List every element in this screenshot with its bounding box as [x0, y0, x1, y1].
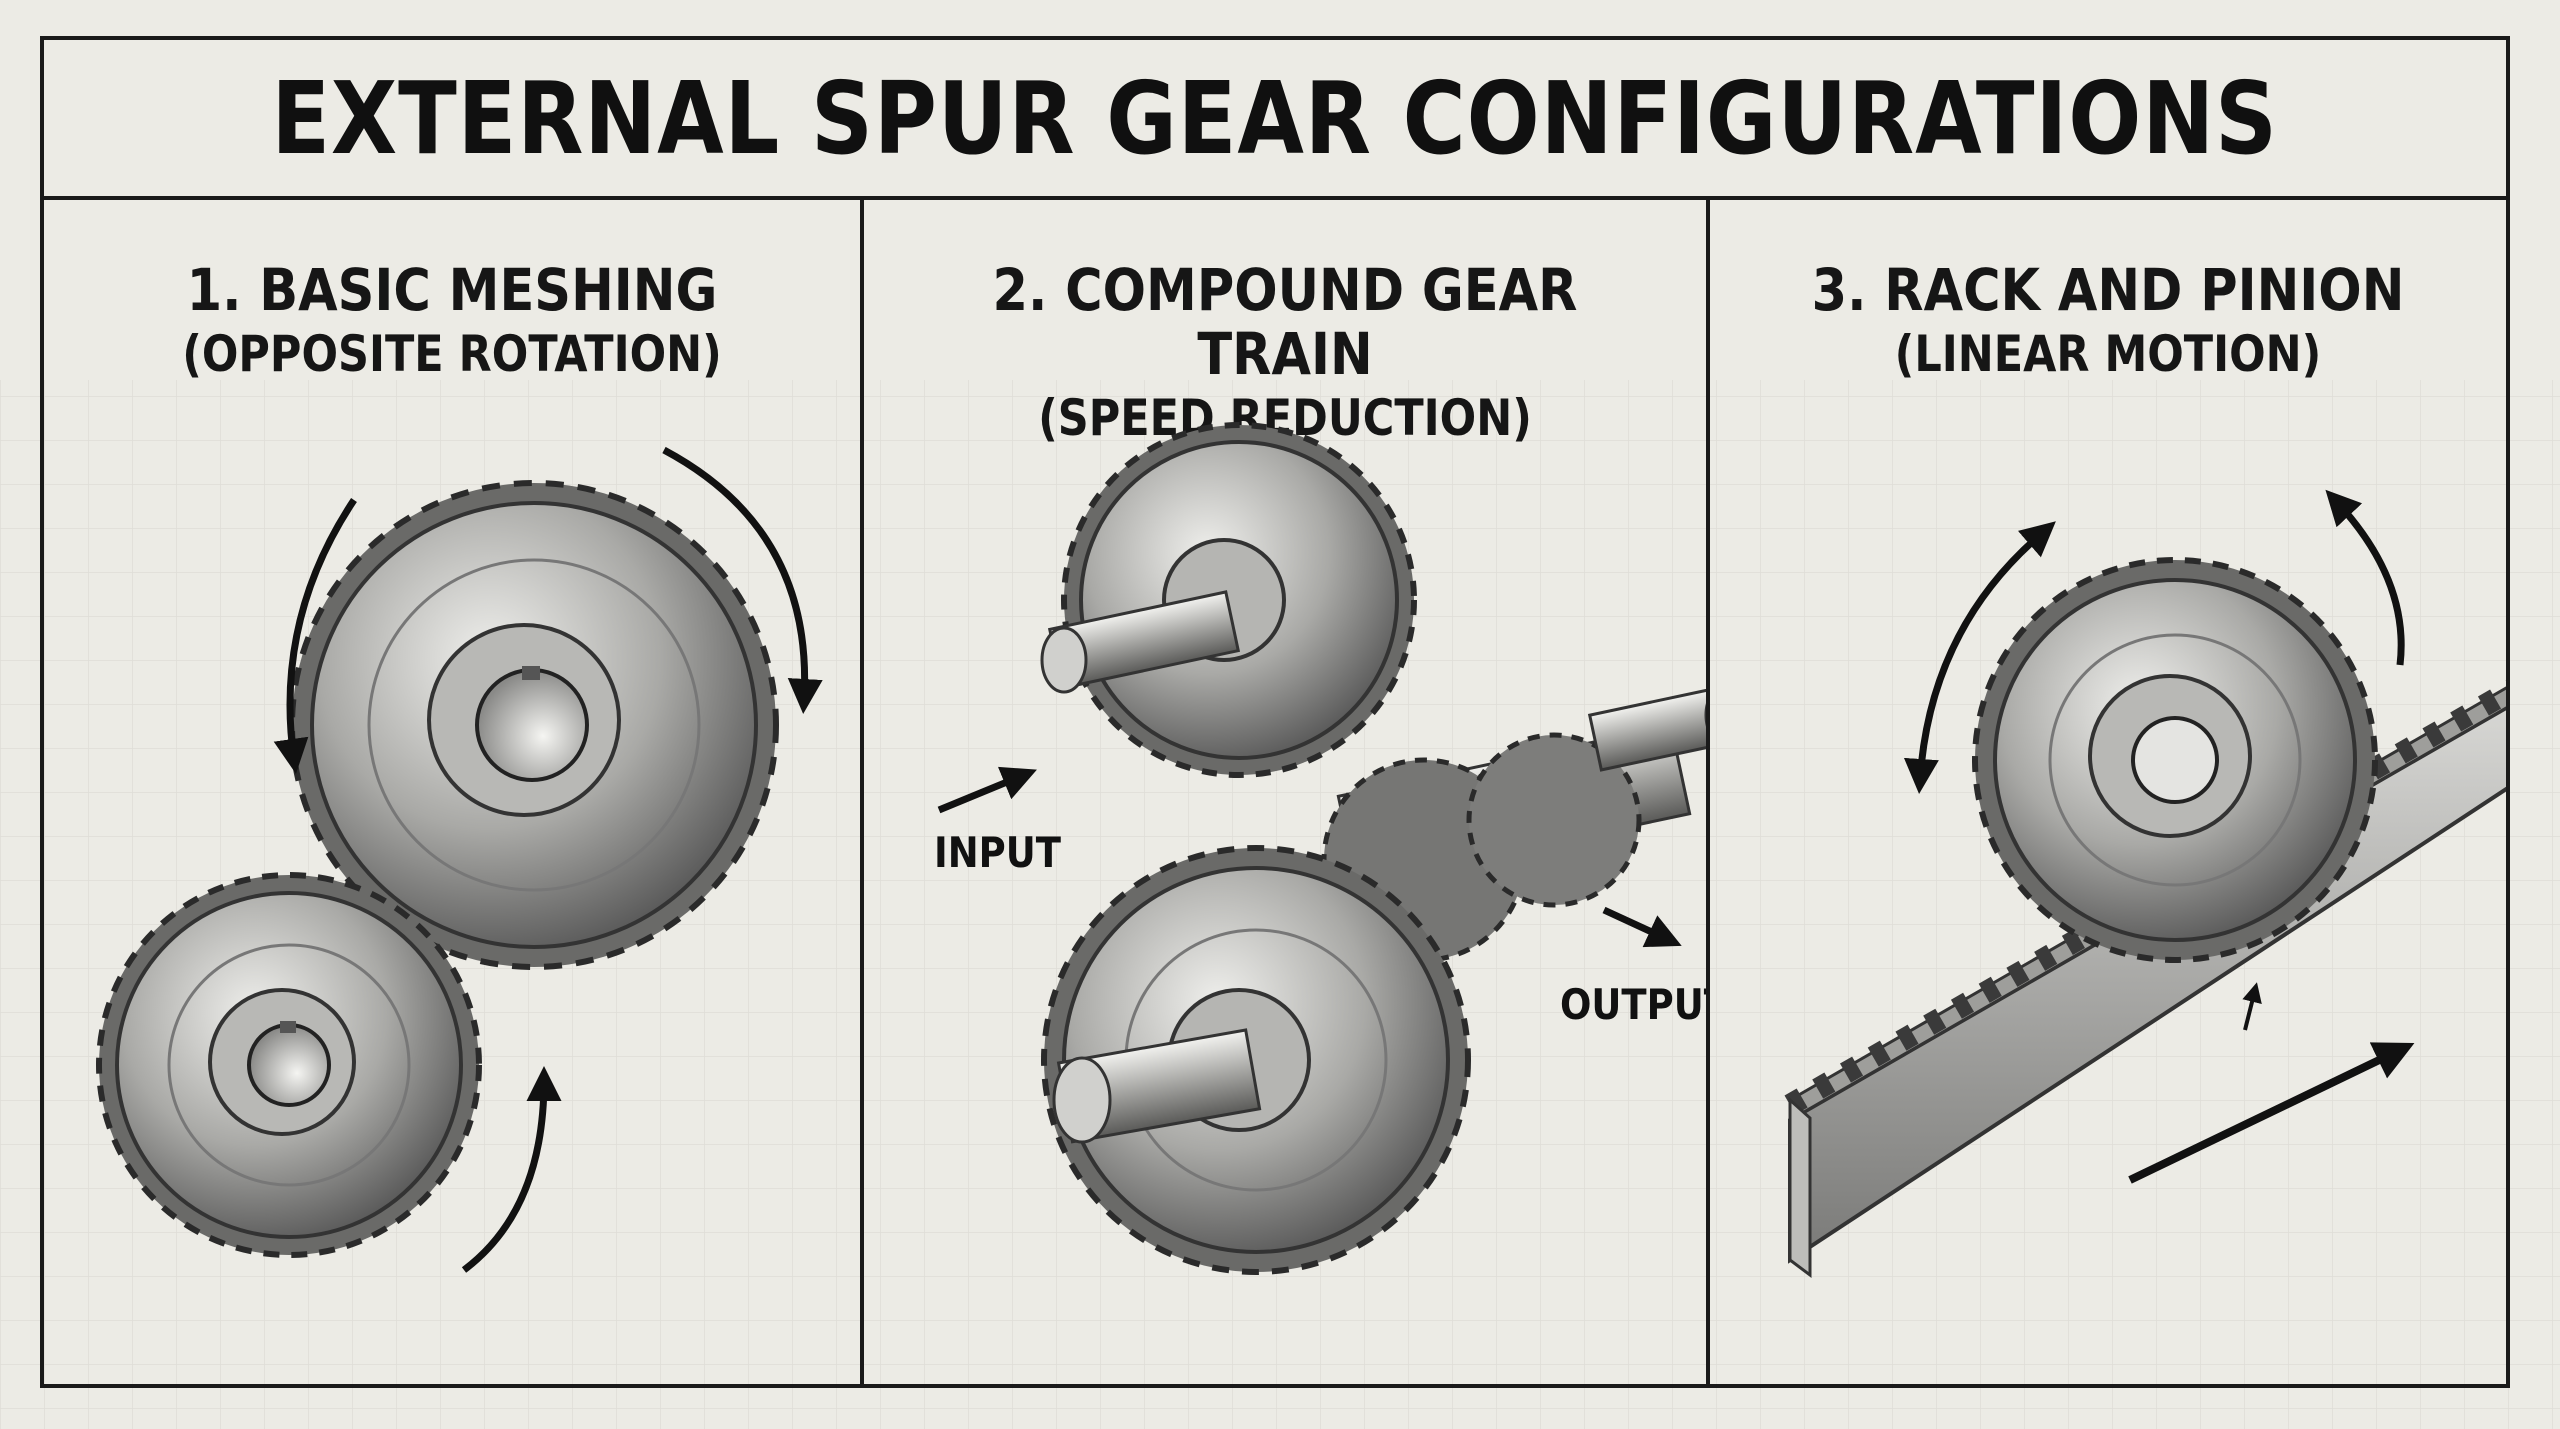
- panel-heading: 3. RACK AND PINION (LINEAR MOTION): [1710, 258, 2506, 386]
- large-gear: [289, 480, 779, 970]
- rack-and-pinion-figure: [1784, 489, 2506, 1278]
- title-band: EXTERNAL SPUR GEAR CONFIGURATIONS: [44, 40, 2506, 200]
- panel-basic-meshing: 1. BASIC MESHING (OPPOSITE ROTATION): [44, 200, 860, 1388]
- input-gear: [1061, 422, 1417, 778]
- panel-title: 2. COMPOUND GEAR TRAIN: [992, 256, 1578, 388]
- basic-meshing-figure: [96, 446, 823, 1273]
- output-label: OUTPUT: [1560, 980, 1706, 1029]
- rotation-arrow-bidirectional-icon: [1903, 521, 2056, 794]
- page-title: EXTERNAL SPUR GEAR CONFIGURATIONS: [271, 59, 2279, 177]
- output-shaft: [1052, 1028, 1262, 1144]
- input-arrow-icon: [937, 766, 1037, 814]
- panel-divider-2: [1706, 200, 1710, 1388]
- panel-compound-gear-train: 2. COMPOUND GEAR TRAIN (SPEED REDUCTION): [864, 200, 1706, 1388]
- output-gear: [1041, 845, 1471, 1275]
- input-shaft: [1040, 590, 1241, 694]
- output-arrow-icon: [1602, 906, 1682, 948]
- panel-title: 3. RACK AND PINION: [1811, 256, 2405, 324]
- rotation-arrow-up-icon: [2325, 489, 2405, 666]
- small-gear: [96, 872, 482, 1258]
- small-contact-arrow-icon: [2242, 982, 2262, 1031]
- panel-subtitle: (OPPOSITE ROTATION): [182, 325, 722, 383]
- pinion-gear: [1972, 557, 2378, 963]
- panel-subtitle: (LINEAR MOTION): [1894, 325, 2322, 383]
- panel-heading: 1. BASIC MESHING (OPPOSITE ROTATION): [44, 258, 860, 386]
- linear-motion-arrow-icon: [2128, 1042, 2415, 1184]
- rotation-arrow-ccw-icon: [273, 498, 357, 774]
- panel-divider-1: [860, 200, 864, 1388]
- rotation-arrow-cw-icon: [662, 446, 823, 714]
- outer-frame: EXTERNAL SPUR GEAR CONFIGURATIONS 1. BAS…: [40, 36, 2510, 1388]
- input-label: INPUT: [934, 828, 1062, 877]
- compound-gear-train-figure: [937, 422, 1706, 1275]
- panel-rack-and-pinion: 3. RACK AND PINION (LINEAR MOTION): [1710, 200, 2506, 1388]
- panel-heading: 2. COMPOUND GEAR TRAIN (SPEED REDUCTION): [864, 258, 1706, 450]
- rotation-arrow-up-icon: [461, 1066, 562, 1273]
- panel-title: 1. BASIC MESHING: [186, 256, 718, 324]
